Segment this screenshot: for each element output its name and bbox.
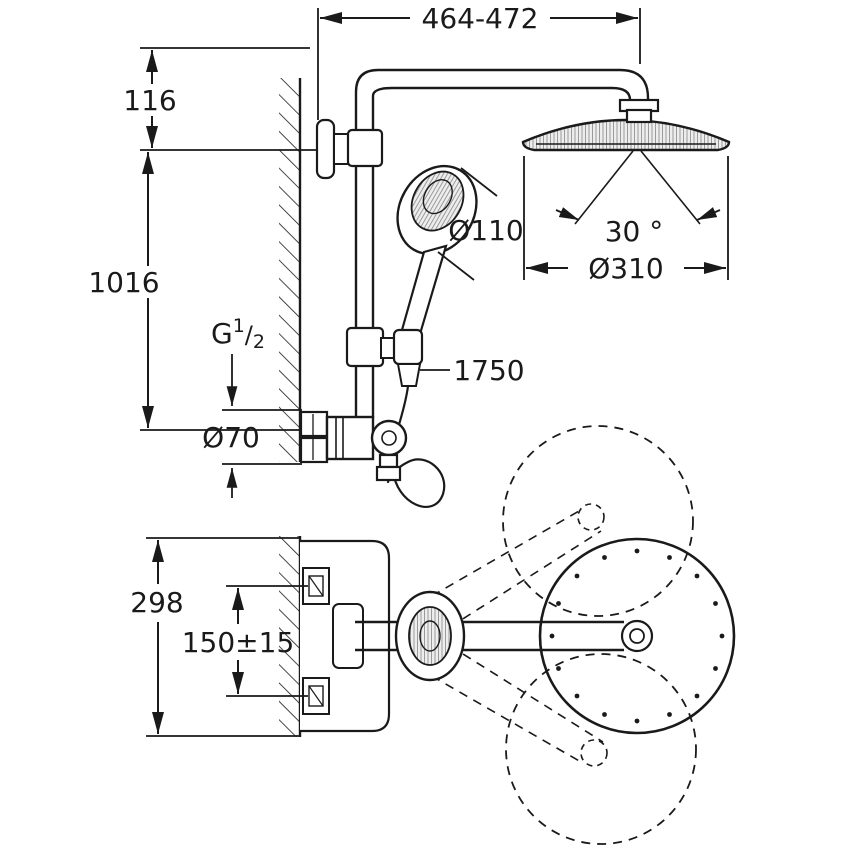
shower-holder (345, 326, 424, 387)
dimension-plan-depth: 298 (130, 537, 300, 737)
dimension-riser-height: 1016 (88, 152, 300, 431)
slider-clamp (345, 326, 385, 368)
width-range-label: 464-472 (422, 2, 539, 35)
dimension-width: 464-472 (317, 2, 641, 120)
angle-arrow-left (555, 207, 580, 221)
escutcheon-diameter-label: Ø70 (202, 421, 260, 454)
riser-pipe (354, 68, 650, 418)
top-offset-label: 116 (123, 84, 176, 117)
arm-mount-block (332, 603, 364, 669)
hand-shower-handle (400, 244, 448, 336)
hand-shower: Ø110 (396, 164, 524, 336)
plan-depth-label: 298 (130, 586, 183, 619)
mixer-body (325, 415, 375, 461)
thread-size-label: G1/2 (211, 315, 265, 353)
dimension-supply-distance: 150±15 (182, 585, 308, 697)
hand-shower-plan (394, 590, 466, 682)
wall-upper (279, 78, 302, 462)
spray-angle: 30 ° (555, 150, 721, 248)
head-diameter-label: Ø310 (588, 252, 663, 285)
riser-height-label: 1016 (88, 266, 159, 299)
wall-hatch (279, 78, 300, 462)
head-shower (521, 98, 731, 152)
head-shower-dome (521, 118, 731, 152)
pipe-clamp (346, 128, 384, 168)
nozzle-ring (549, 548, 725, 724)
dimension-thread-and-escutcheon: G1/2 Ø70 (202, 315, 302, 498)
hose-connector (396, 363, 422, 387)
head-shower-plan (538, 537, 736, 735)
mixer-valve (299, 410, 408, 482)
hose-length-label: 1750 (453, 354, 524, 387)
angle-arrow-right (696, 207, 721, 221)
dimension-hose-length: 1750 (420, 354, 525, 387)
hand-shower-diameter-label: Ø110 (448, 214, 523, 247)
head-position-up (502, 425, 694, 617)
arm-ball-joint (620, 619, 654, 653)
spray-angle-label: 30 ° (605, 215, 664, 248)
diverter-knob (370, 419, 408, 457)
swivel-range (403, 425, 697, 845)
plan-view: 298 150±15 (130, 425, 736, 845)
head-position-down (505, 653, 697, 845)
supply-distance-label: 150±15 (182, 626, 295, 659)
holder-cup (392, 328, 424, 366)
dimension-top-offset: 116 (123, 47, 316, 151)
hose-outlet-nut (375, 465, 402, 482)
wall-bracket (315, 118, 384, 180)
dimension-head-diameter: Ø310 (523, 156, 729, 285)
